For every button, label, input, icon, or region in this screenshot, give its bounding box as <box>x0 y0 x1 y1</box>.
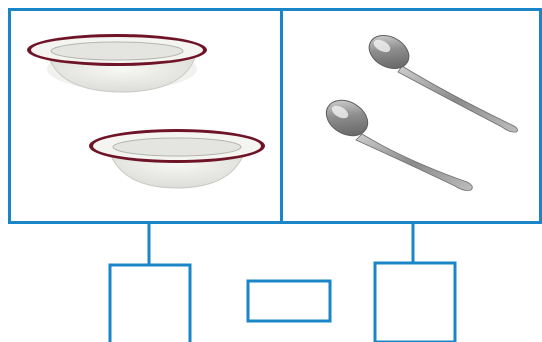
soup-plate-1 <box>27 34 207 92</box>
answer-diagram <box>110 224 455 342</box>
spoon-2 <box>320 93 472 190</box>
right-answer-box <box>375 263 455 342</box>
spoon-1 <box>363 29 517 132</box>
middle-answer-box <box>248 281 330 321</box>
soup-plate-2 <box>89 129 265 188</box>
left-answer-box <box>110 265 190 342</box>
